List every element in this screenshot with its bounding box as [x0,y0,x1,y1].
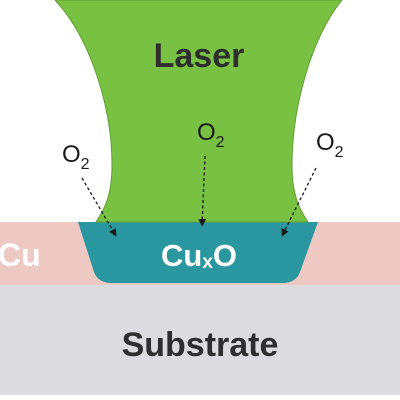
oxygen-arrow-right [281,167,317,237]
copper-oxide-region [78,222,318,283]
oxide-label: CuxO [161,238,237,273]
oxide-label-tail: O [213,238,237,273]
oxygen-label-left: O2 [62,141,90,173]
substrate-label: Substrate [122,326,279,364]
oxygen-arrow-center [198,155,207,227]
oxygen-right-subscript: 2 [335,144,344,161]
substrate-layer [0,285,400,395]
oxygen-label-center: O2 [197,119,225,151]
oxygen-right-base: O [316,129,335,156]
oxide-label-base: Cu [161,238,202,273]
oxygen-arrow-left [81,177,117,237]
oxygen-left-base: O [62,141,81,168]
oxygen-label-right: O2 [316,129,344,161]
oxygen-center-subscript: 2 [216,134,225,151]
bottom-margin [0,395,400,400]
oxide-label-subscript: x [202,252,213,273]
laser-label: Laser [154,37,245,75]
oxygen-center-base: O [197,119,216,146]
oxygen-left-subscript: 2 [81,156,90,173]
laser-beam [54,0,343,223]
copper-label: Cu [0,237,41,273]
